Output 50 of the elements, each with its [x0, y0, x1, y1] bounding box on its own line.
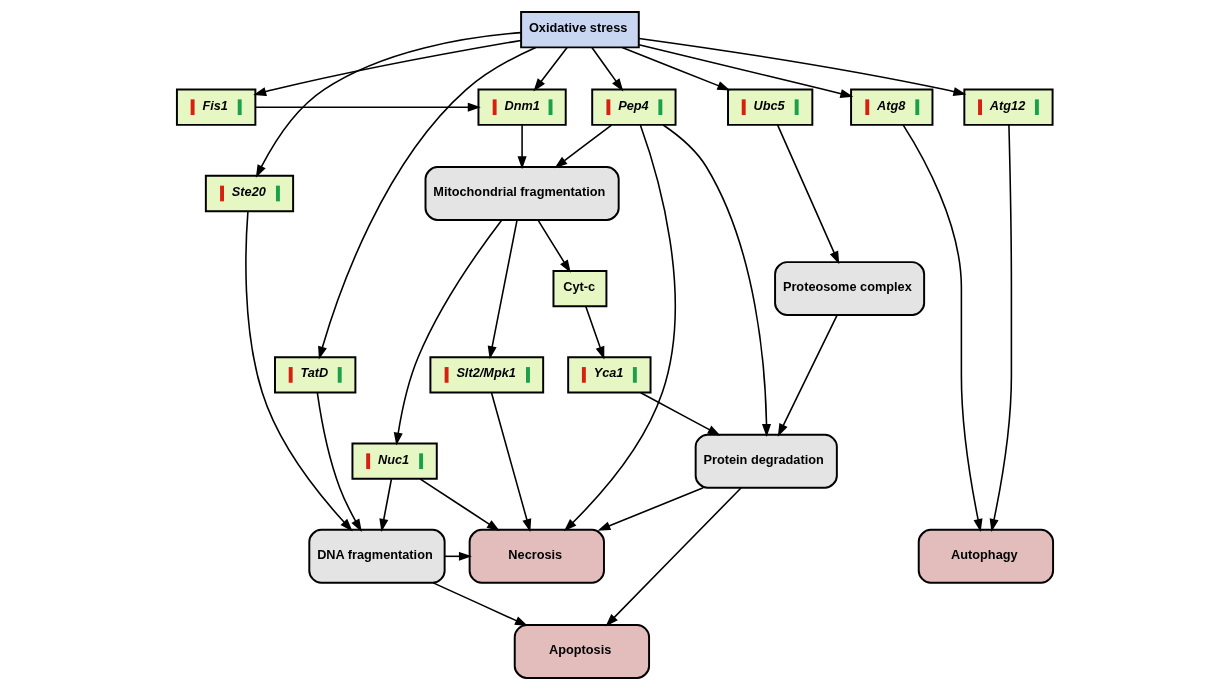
arrow — [252, 39, 522, 96]
arrow — [637, 44, 853, 99]
arrow — [490, 392, 531, 533]
arrow — [378, 478, 392, 532]
arrow — [553, 124, 612, 169]
node-box: Ubc5 — [726, 88, 813, 126]
arrow — [393, 219, 503, 446]
arrow — [254, 102, 481, 112]
arrow — [316, 391, 362, 532]
arrow — [431, 582, 528, 626]
node-box: Slt2/Mpk1 — [428, 356, 544, 394]
arrow — [532, 46, 568, 92]
arrow — [620, 46, 730, 91]
arrow — [639, 391, 721, 436]
arrow — [487, 219, 518, 360]
node-box: Oxidative stress — [519, 11, 640, 49]
node-box: Cyt-c — [552, 270, 607, 308]
node-box: Mitochondrial fragmentation — [424, 166, 620, 221]
node-box: Nuc1 — [350, 442, 438, 480]
node-box: Atg12 — [962, 88, 1054, 126]
arrow — [563, 124, 676, 532]
arrow — [419, 478, 500, 532]
arrow — [901, 124, 982, 532]
node-box: Pep4 — [590, 88, 677, 126]
node-box: Protein degradation — [694, 433, 838, 489]
arrow — [777, 314, 838, 437]
node-box: Yca1 — [566, 356, 652, 394]
arrow — [317, 46, 537, 360]
node-box: TatD — [273, 356, 356, 394]
node-box: Necrosis — [468, 528, 605, 584]
arrow — [637, 37, 966, 96]
arrow — [596, 486, 704, 531]
arrow — [517, 124, 527, 170]
node-box: Fis1 — [175, 88, 256, 126]
arrow — [536, 219, 571, 273]
node-box: Proteosome complex — [773, 261, 925, 317]
arrow — [776, 124, 839, 265]
node-box: DNA fragmentation — [307, 528, 446, 584]
node-box: Apoptosis — [513, 624, 650, 679]
arrow — [989, 124, 1012, 532]
arrow — [605, 487, 742, 627]
arrow — [584, 305, 604, 360]
node-box: Autophagy — [917, 528, 1054, 584]
node-box: Ste20 — [204, 174, 294, 213]
arrow — [590, 46, 623, 92]
node-box: Dnm1 — [476, 88, 567, 126]
arrow — [244, 210, 353, 532]
arrow — [255, 31, 522, 178]
node-box: Atg8 — [849, 88, 933, 126]
arrow — [661, 124, 771, 437]
